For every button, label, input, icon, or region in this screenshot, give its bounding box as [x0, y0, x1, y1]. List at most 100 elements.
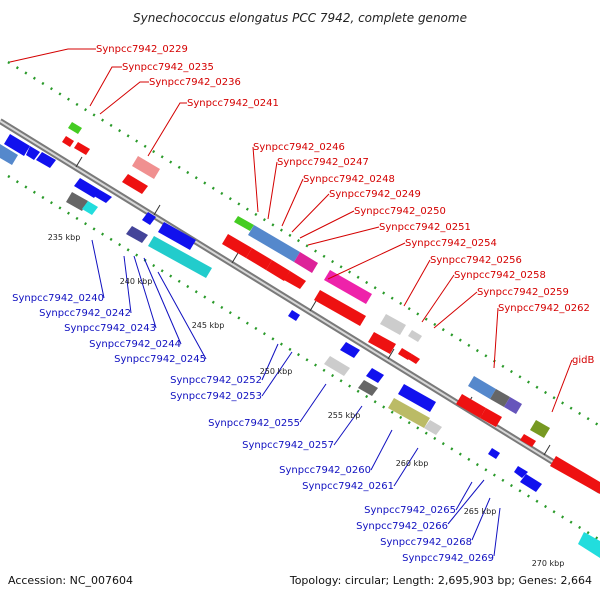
gene-arrow	[158, 222, 196, 250]
tick-label: 260 kbp	[396, 459, 429, 468]
tick-mark	[543, 444, 551, 456]
genome-summary-text: Topology: circular; Length: 2,695,903 bp…	[289, 574, 592, 587]
gene-arrow	[122, 174, 148, 194]
gene-feature	[126, 226, 148, 243]
gene-feature	[388, 398, 430, 428]
tick-label: 265 kbp	[464, 507, 497, 516]
gene-arrow	[266, 260, 290, 281]
tick-label: 240 kbp	[120, 277, 153, 286]
gene-label-bottom: Synpcc7942_0257	[242, 440, 334, 451]
gene-arrow	[94, 190, 112, 203]
gene-label-top: Synpcc7942_0259	[477, 287, 569, 298]
accession-text: Accession: NC_007604	[8, 574, 133, 587]
gene-feature	[530, 420, 550, 438]
gene-label-bottom: Synpcc7942_0243	[64, 323, 156, 334]
top-strand-genes	[62, 122, 600, 494]
tick-label: 235 kbp	[48, 233, 81, 242]
tick-mark	[153, 204, 161, 216]
bottom-strand-genes	[0, 134, 600, 558]
map-title: Synechococcus elongatus PCC 7942, comple…	[133, 11, 467, 25]
gene-label-bottom: Synpcc7942_0255	[208, 418, 300, 429]
gene-arrow	[314, 290, 366, 326]
bottom-callout-lines	[91, 239, 501, 557]
gene-arrow	[550, 456, 600, 494]
gene-label-bottom: Synpcc7942_0240	[12, 293, 104, 304]
gene-label-bottom: Synpcc7942_0252	[170, 375, 262, 386]
gene-label-top: Synpcc7942_0251	[379, 222, 471, 233]
gene-arrow	[456, 394, 486, 418]
gene-arrow	[514, 466, 528, 478]
gene-feature	[132, 156, 160, 179]
gene-arrow	[288, 310, 300, 321]
gene-label-top: Synpcc7942_0235	[122, 62, 214, 73]
gene-arrow	[398, 384, 436, 412]
outer-dotted-track	[7, 60, 600, 428]
gene-feature	[408, 330, 422, 342]
gene-feature	[234, 216, 254, 231]
top-gene-labels: Synpcc7942_0229Synpcc7942_0235Synpcc7942…	[96, 44, 594, 366]
gene-label-bottom: Synpcc7942_0268	[380, 537, 472, 548]
gene-feature	[148, 236, 212, 278]
gene-feature	[358, 380, 378, 396]
gene-feature	[0, 144, 18, 165]
backbone-ticks	[75, 156, 551, 456]
gene-label-top: Synpcc7942_0246	[253, 142, 345, 153]
gene-arrow	[488, 448, 500, 459]
tick-label: 245 kbp	[192, 321, 225, 330]
gene-label-top: Synpcc7942_0256	[430, 255, 522, 266]
gene-arrow	[520, 474, 542, 492]
gene-label-top: Synpcc7942_0248	[303, 174, 395, 185]
gene-label-top: Synpcc7942_0247	[277, 157, 369, 168]
gene-feature	[490, 389, 510, 407]
gene-feature	[380, 314, 406, 335]
gene-feature	[578, 532, 600, 558]
gene-label-bottom: Synpcc7942_0269	[402, 553, 494, 564]
gene-label-top: Synpcc7942_0241	[187, 98, 279, 109]
backbone-highlight	[0, 120, 600, 492]
gene-feature	[424, 420, 442, 435]
gene-arrow	[398, 348, 412, 360]
gene-arrow	[4, 134, 30, 156]
gene-label-bottom: Synpcc7942_0266	[356, 521, 448, 532]
gene-arrow	[36, 152, 56, 168]
gene-label-bottom: Synpcc7942_0261	[302, 481, 394, 492]
gene-label-top: gidB	[572, 355, 594, 366]
gene-feature	[248, 225, 300, 262]
tick-mark	[231, 252, 239, 264]
gene-feature	[324, 356, 350, 376]
gene-feature	[294, 252, 318, 273]
tick-label: 270 kbp	[532, 559, 565, 568]
gene-feature	[82, 201, 98, 215]
gene-label-top: Synpcc7942_0254	[405, 238, 497, 249]
gene-label-top: Synpcc7942_0250	[354, 206, 446, 217]
gene-label-top: Synpcc7942_0249	[329, 189, 421, 200]
gene-label-top: Synpcc7942_0229	[96, 44, 188, 55]
gene-label-bottom: Synpcc7942_0265	[364, 505, 456, 516]
gene-label-bottom: Synpcc7942_0244	[89, 339, 181, 350]
gene-arrow	[26, 146, 40, 160]
genome-backbone	[0, 118, 600, 494]
tick-mark	[309, 300, 317, 312]
gene-arrow	[74, 178, 100, 198]
gene-arrow	[222, 234, 252, 258]
gene-feature	[62, 136, 74, 147]
gene-label-bottom: Synpcc7942_0242	[39, 308, 131, 319]
gene-label-top: Synpcc7942_0262	[498, 303, 590, 314]
gene-arrow	[284, 271, 306, 289]
gene-arrow	[340, 342, 360, 358]
gene-label-top: Synpcc7942_0258	[454, 270, 546, 281]
top-callout-lines	[9, 48, 573, 413]
gene-feature	[504, 397, 522, 414]
gene-arrow	[246, 248, 272, 270]
tick-label: 250 kbp	[260, 367, 293, 376]
bottom-gene-labels: Synpcc7942_0240Synpcc7942_0242Synpcc7942…	[12, 293, 494, 564]
tick-mark	[75, 156, 83, 168]
gene-feature	[468, 376, 496, 399]
tick-mark	[387, 348, 395, 360]
gene-feature	[324, 270, 372, 304]
gene-arrow	[74, 142, 90, 155]
gene-feature	[66, 192, 88, 211]
